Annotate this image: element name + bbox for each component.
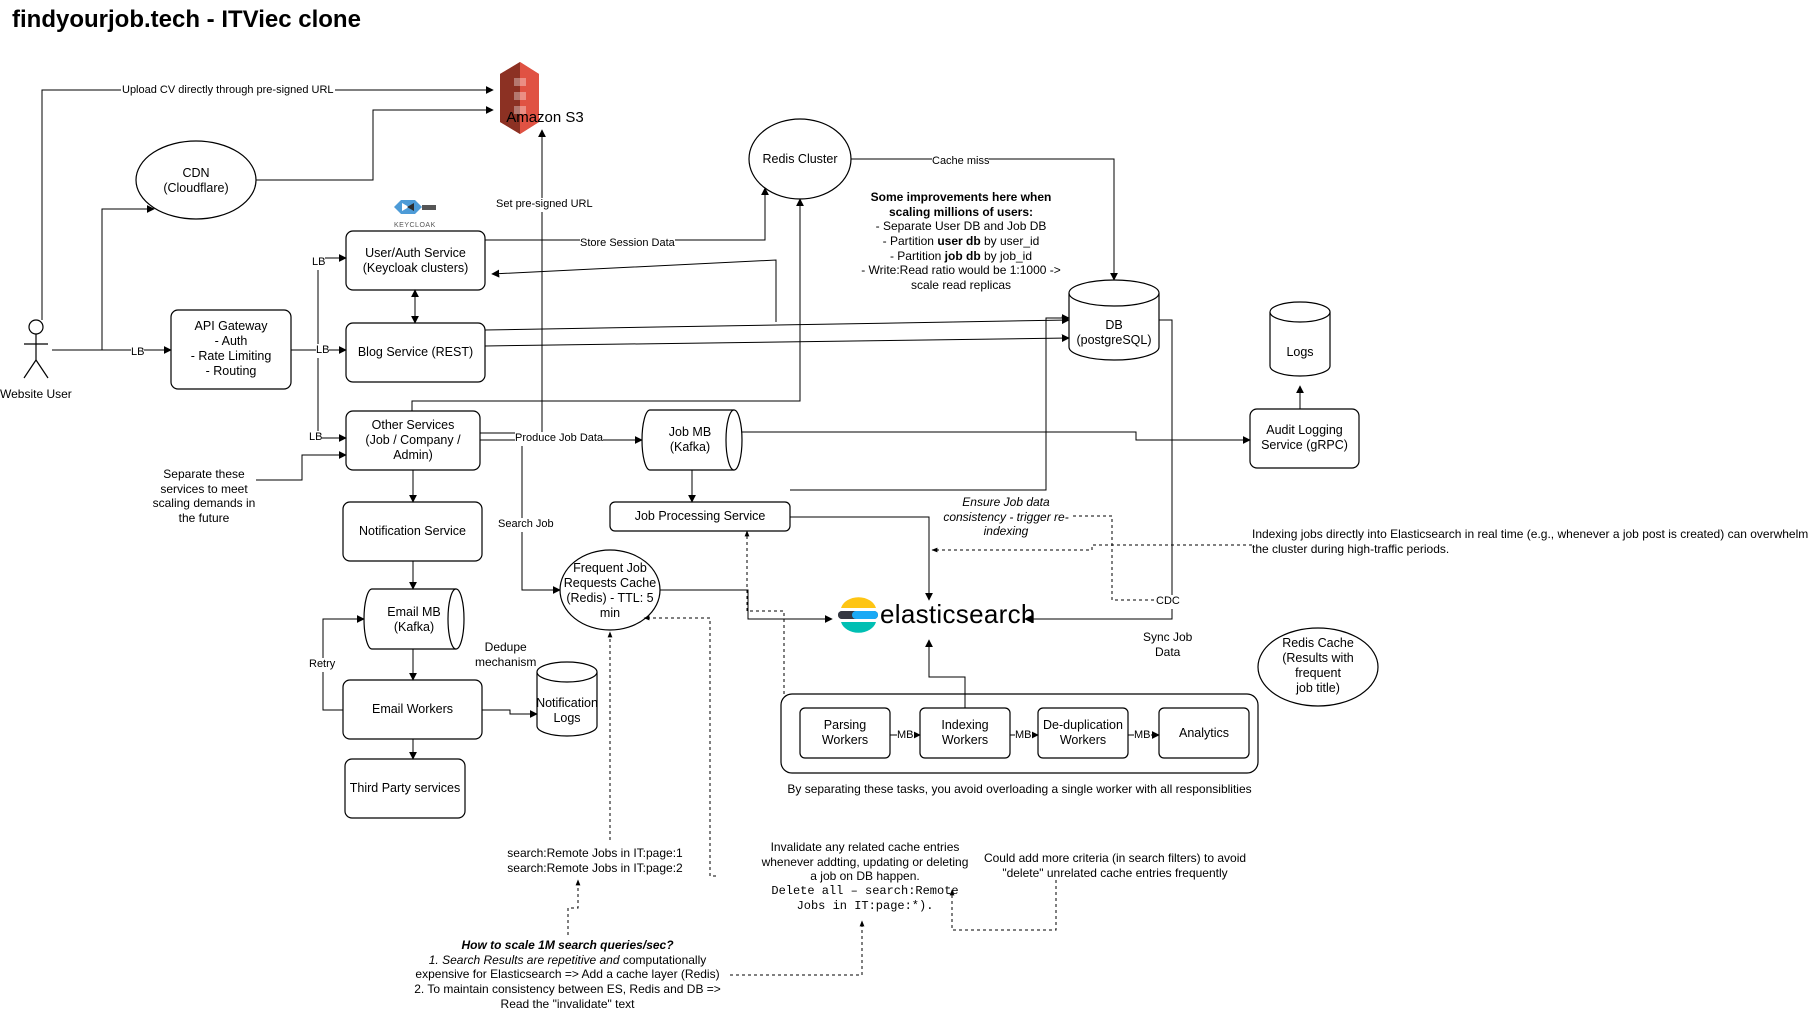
keycloak-icon (394, 200, 436, 214)
more-criteria-note: Could add more criteria (in search filte… (983, 851, 1247, 880)
mb-label-1: MB (897, 729, 914, 743)
notification-logs-cylinder (536, 661, 598, 737)
edge-upload-cv (41, 86, 494, 320)
separating-tasks-note: By separating these tasks, you avoid ove… (787, 782, 1252, 796)
edge-indexing-es (925, 639, 966, 708)
lb-label-3: LB (316, 344, 330, 358)
lb-label-1: LB (131, 346, 145, 360)
analytics-label: Analytics (1178, 725, 1230, 740)
job-mb-label: Job MB(Kafka) (668, 425, 712, 454)
scale-note: How to scale 1M search queries/sec? 1. S… (414, 938, 721, 1011)
elasticsearch-label: elasticsearch (880, 599, 1036, 629)
db-cylinder (1068, 279, 1160, 361)
third-party-label: Third Party services (349, 781, 461, 795)
page-title: findyourjob.tech - ITViec clone (12, 6, 361, 33)
lb-label-4: LB (309, 431, 323, 445)
logs-cylinder (1269, 301, 1331, 377)
mb-label-3: MB (1134, 729, 1151, 743)
redis-cluster-label: Redis Cluster (762, 151, 838, 166)
job-mb-cylinder (641, 409, 743, 471)
edge-more-criteria (949, 880, 1057, 931)
s3-label: Amazon S3 (506, 109, 584, 126)
edge-parsing-processing (744, 530, 785, 694)
store-session-label: Store Session Data (580, 237, 675, 251)
edge-blog-redis (411, 198, 804, 411)
mb-label-2: MB (1015, 729, 1032, 743)
edge-cdc (1073, 515, 1166, 603)
edge-workers-logs (482, 709, 538, 718)
db-label: DB(postgreSQL) (1076, 318, 1152, 347)
retry-label: Retry (309, 658, 336, 672)
lb-label-2: LB (312, 256, 326, 270)
edge-gw-auth (291, 254, 347, 351)
keycloak-logo-text: KEYCLOAK (394, 222, 436, 229)
edge-processing-db (790, 314, 1070, 491)
edge-db-es (1024, 319, 1173, 623)
edge-note-other (256, 451, 347, 481)
email-workers-label: Email Workers (371, 702, 454, 716)
edge-cache-es (660, 589, 833, 623)
job-processing-label: Job Processing Service (634, 509, 766, 523)
search-job-label: Search Job (498, 518, 554, 532)
amazon-s3-icon (500, 62, 539, 134)
edge-other-cache (521, 440, 561, 594)
upload-cv-label: Upload CV directly through pre-signed UR… (121, 84, 335, 98)
indexing-warning-note: Indexing jobs directly into Elasticsearc… (1252, 527, 1809, 556)
edge-blog-db (484, 316, 1070, 331)
user-auth-label: User/Auth Service(Keycloak clusters) (362, 246, 469, 275)
edge-processing-es (790, 516, 933, 601)
edge-auth-redis (485, 187, 769, 241)
blog-label: Blog Service (REST) (357, 345, 474, 359)
edge-cdn-s3 (256, 106, 494, 181)
cache-miss-label: Cache miss (932, 155, 990, 169)
edge-gw-other (317, 350, 347, 442)
edge-invalidate-cache (643, 615, 716, 877)
third-party-box (344, 758, 466, 819)
website-user-actor (23, 319, 49, 379)
edge-scale-invalidate (730, 920, 865, 976)
improvements-note: Some improvements here when scaling mill… (861, 190, 1061, 292)
edge-user-cdn (52, 205, 155, 351)
edge-blog-db2 (484, 334, 1070, 347)
parsing-box (799, 707, 891, 759)
website-user-label: Website User (0, 387, 72, 401)
email-mb-cylinder (363, 588, 465, 650)
logs-label: Logs (1286, 344, 1314, 359)
notification-label: Notification Service (359, 524, 466, 538)
elasticsearch-icon (838, 597, 878, 633)
api-gateway-label: API Gateway- Auth - Rate Limiting- Routi… (190, 319, 272, 378)
cdc-label: CDC (1156, 595, 1180, 609)
edge-warning-es (931, 544, 1252, 553)
email-mb-label: Email MB(Kafka) (387, 605, 441, 634)
edge-jobmb-audit (742, 431, 1251, 444)
edge-scale-searchkeys (567, 879, 581, 935)
other-services-label: Other Services(Job / Company /Admin) (365, 417, 461, 462)
edge-db-auth (491, 259, 777, 322)
produce-job-label: Produce Job Data (515, 432, 604, 446)
cdn-label: CDN(Cloudflare) (163, 166, 229, 195)
edge-other-s3 (480, 129, 546, 434)
redis-cache-node (1257, 627, 1379, 707)
set-presigned-label: Set pre-signed URL (496, 198, 593, 212)
